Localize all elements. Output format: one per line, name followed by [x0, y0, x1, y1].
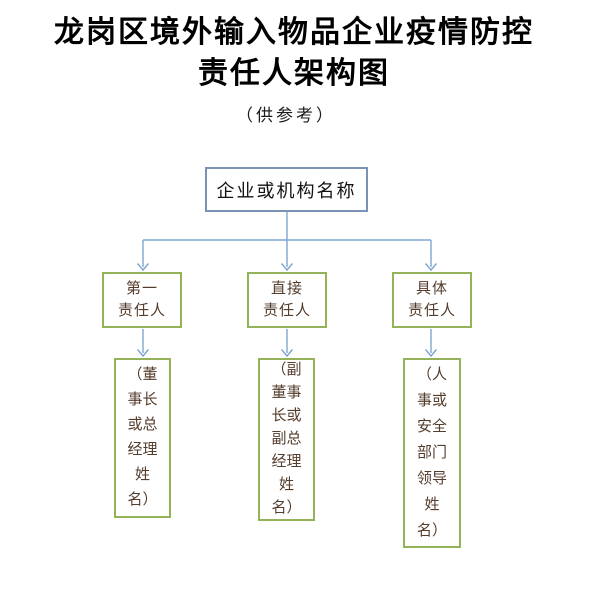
page-title-line1: 龙岗区境外输入物品企业疫情防控 [54, 16, 534, 49]
page-subtitle: （供参考） [236, 106, 336, 125]
node-specific-responsible: 具体 责任人 [392, 272, 472, 328]
node-holder-chairman-gm: （董 事长 或总 经理 姓 名） [114, 358, 171, 518]
arrowhead-holder-direct [280, 349, 294, 358]
arrowhead-first [136, 263, 150, 272]
page-title-line2: 责任人架构图 [198, 57, 390, 90]
node-holder-hr-safety-leader: （人 事或 安全 部门 领导 姓 名） [403, 358, 461, 548]
node-first-responsible: 第一 责任人 [102, 272, 182, 328]
node-organization-name: 企业或机构名称 [205, 167, 368, 212]
arrowhead-holder-specific [424, 349, 438, 358]
page-title: 龙岗区境外输入物品企业疫情防控 责任人架构图 [0, 12, 588, 94]
arrowhead-specific [424, 263, 438, 272]
arrowhead-holder-first [136, 349, 150, 358]
arrowhead-direct [280, 263, 294, 272]
node-direct-responsible: 直接 责任人 [247, 272, 327, 328]
node-holder-vice-chairman-deputy-gm: （副 董事 长或 副总 经理 姓 名） [258, 358, 315, 521]
